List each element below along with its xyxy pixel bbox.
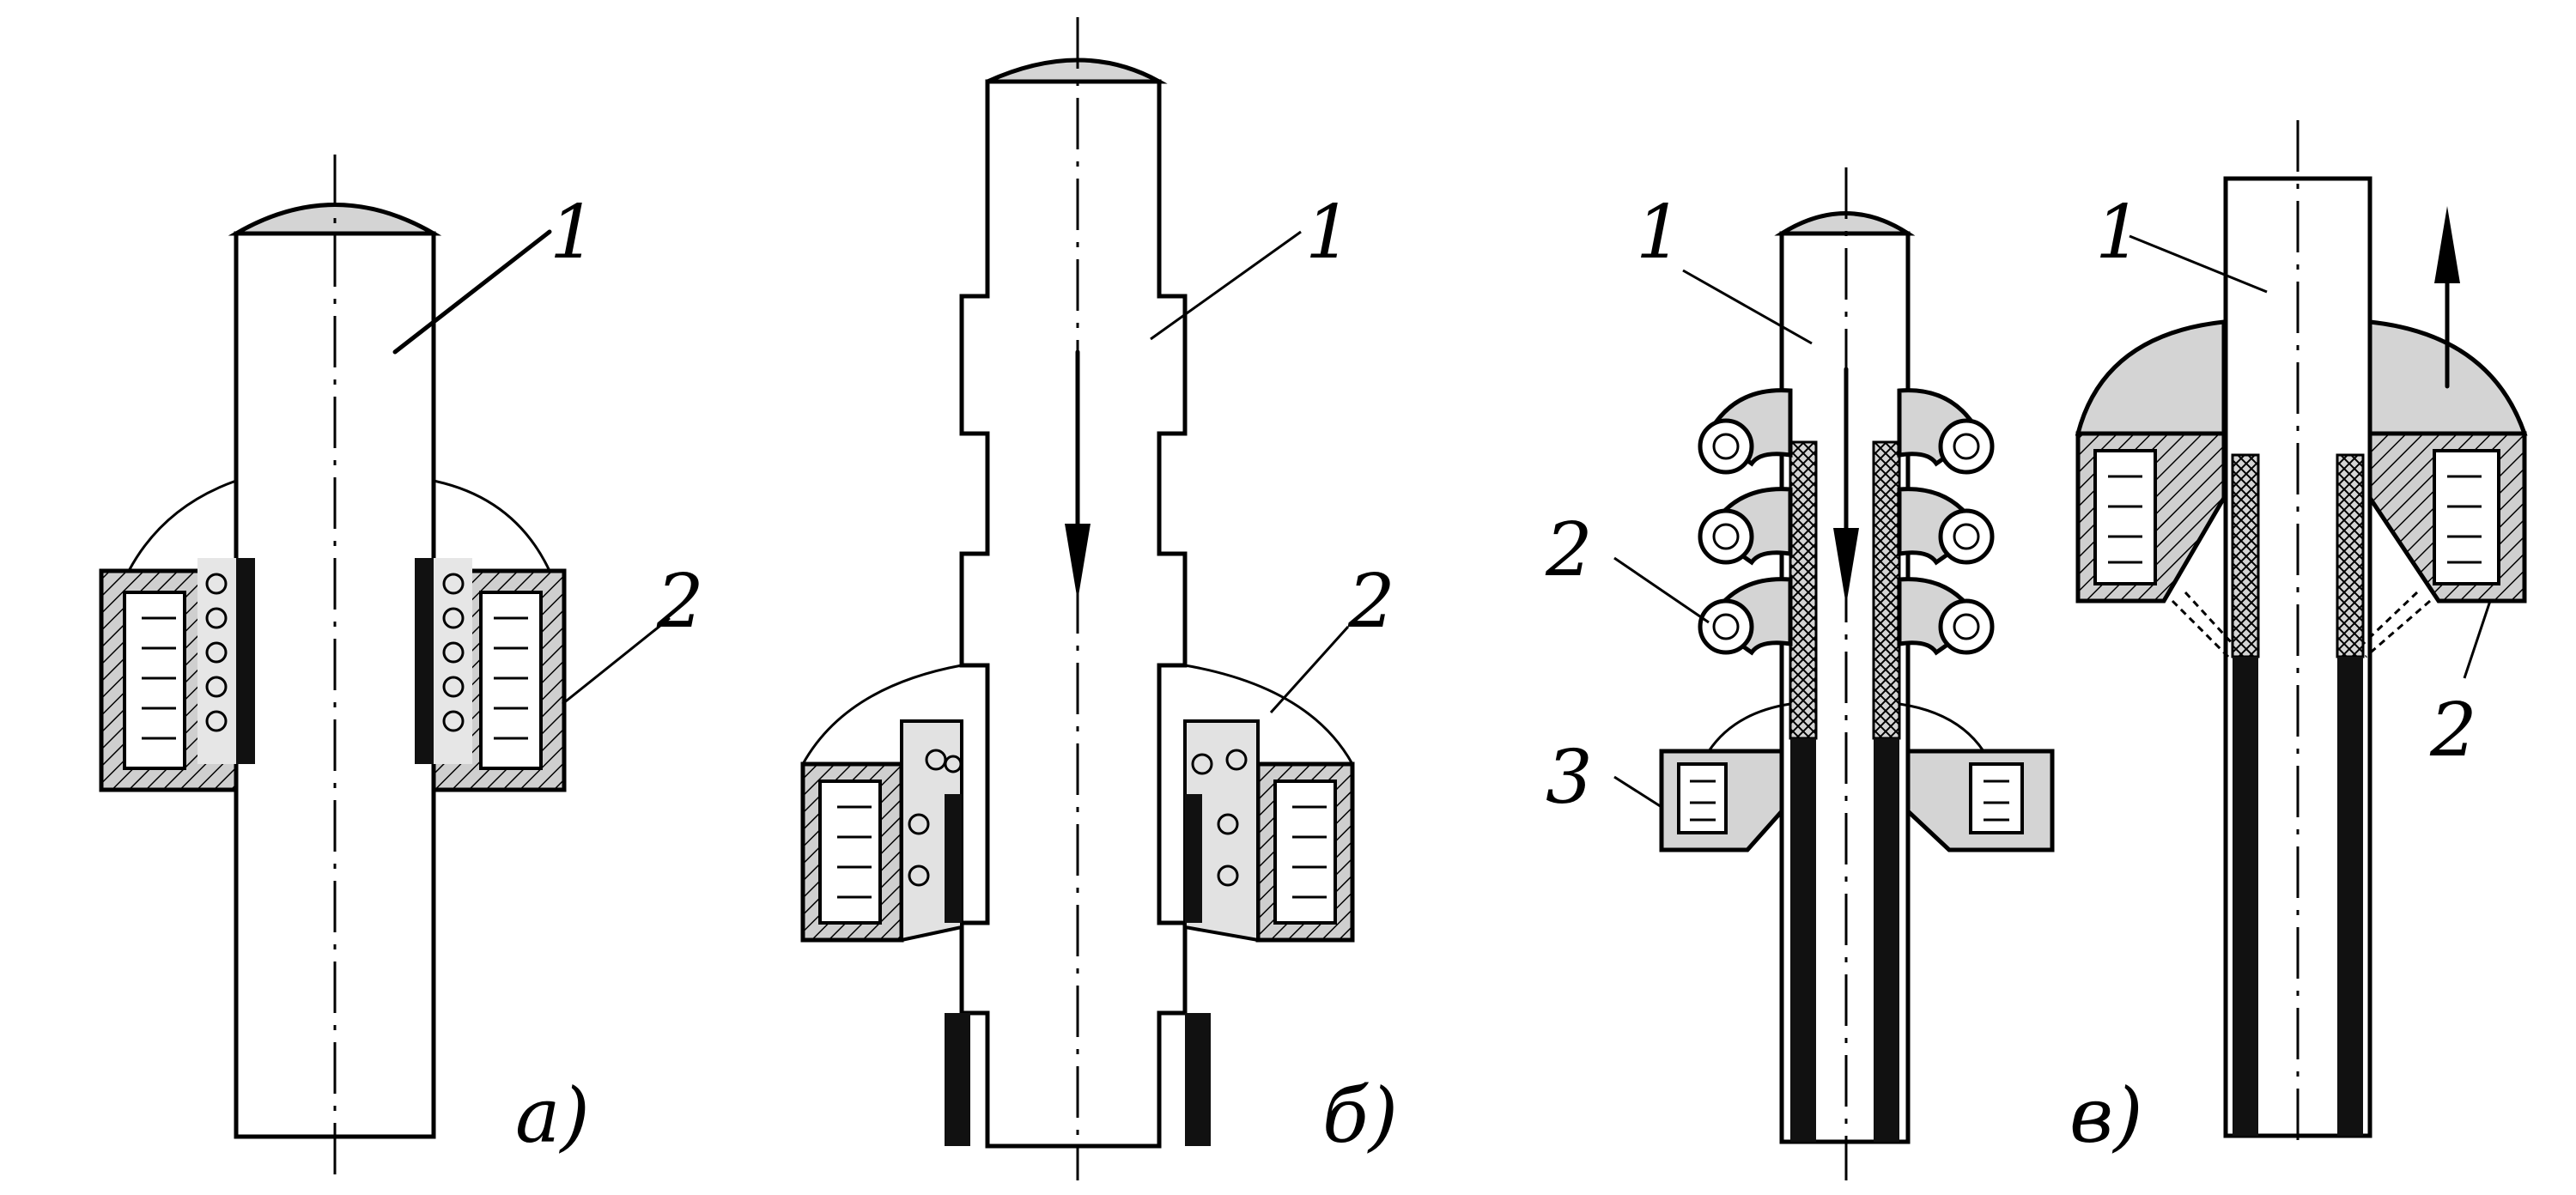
figure-b-leader-2 bbox=[1269, 625, 1350, 714]
figure-a-leader-1 bbox=[392, 229, 552, 355]
figure-c-leader-3 bbox=[1613, 775, 1662, 809]
figure-c-right-label-2: 2 bbox=[2429, 688, 2477, 773]
figure-c-label-2: 2 bbox=[1545, 507, 1593, 593]
figure-a-label-1: 1 bbox=[550, 190, 597, 276]
figure-c-inductor-left bbox=[1659, 702, 1791, 852]
figure-c-right: 1 2 bbox=[2075, 120, 2528, 1150]
figure-c-right-leader-2 bbox=[2463, 600, 2492, 679]
figure-c-inductor-right bbox=[1899, 702, 2055, 852]
figure-a-caption: а) bbox=[515, 1071, 590, 1160]
figure-c-sprayer-right bbox=[1897, 388, 1995, 656]
figure-c-right-arrow-head bbox=[2434, 206, 2460, 283]
figure-c-left: 1 2 3 в) bbox=[1545, 167, 2143, 1180]
figure-b-caption: б) bbox=[1322, 1071, 1398, 1160]
figure-c-leader-1 bbox=[1682, 269, 1813, 345]
figure-a-inductor-left bbox=[99, 479, 255, 792]
figure-c-right-leader-1 bbox=[2129, 234, 2268, 294]
figure-b-inductor-right bbox=[1183, 664, 1355, 943]
figure-b-inductor-left bbox=[800, 664, 963, 943]
figure-c-right-inductor-left bbox=[2075, 431, 2234, 658]
figure-b-dome bbox=[986, 58, 1168, 84]
figure-b-leader-1 bbox=[1150, 230, 1302, 341]
figure-b-label-2: 2 bbox=[1347, 559, 1395, 645]
figure-c-sprayer-left bbox=[1698, 388, 1793, 656]
figure-a-leader-2 bbox=[562, 616, 671, 706]
figure-b: 1 2 б) bbox=[800, 17, 1398, 1180]
figure-c-caption: в) bbox=[2069, 1071, 2143, 1160]
figure-c-leader-2 bbox=[1613, 556, 1710, 624]
figure-c-right-cover-left bbox=[2075, 319, 2227, 436]
figure-c-right-inductor-right bbox=[2361, 431, 2527, 658]
figure-b-arrow-head bbox=[1065, 524, 1091, 601]
figure-c-label-1: 1 bbox=[1636, 190, 1683, 276]
figure-c-label-3: 3 bbox=[1546, 735, 1593, 821]
figure-b-hardened-left bbox=[945, 1013, 970, 1146]
figure-a-inductor-right bbox=[415, 479, 567, 792]
figure-c-dome bbox=[1774, 211, 1916, 236]
figure-b-hardened-right bbox=[1185, 1013, 1211, 1146]
figure-b-label-1: 1 bbox=[1305, 190, 1352, 276]
figure-c-right-label-1: 1 bbox=[2095, 190, 2142, 276]
figure-c-arrow-head bbox=[1833, 528, 1859, 605]
figure-a-label-2: 2 bbox=[656, 559, 704, 645]
figure-a: 1 2 а) bbox=[99, 155, 704, 1176]
figure-b-rod bbox=[959, 79, 1188, 1149]
